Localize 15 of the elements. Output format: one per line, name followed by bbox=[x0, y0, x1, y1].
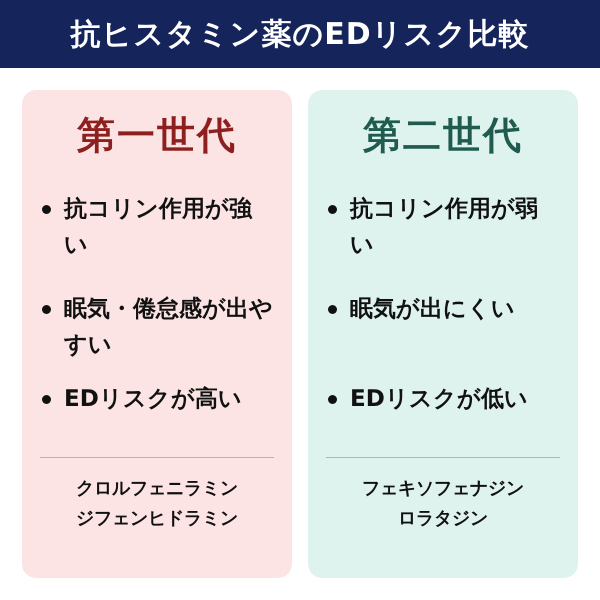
drug-name: フェキソフェナジン bbox=[361, 477, 525, 501]
bullet-point: EDリスクが低い bbox=[326, 381, 560, 451]
drug-name: ジフェンヒドラミン bbox=[75, 507, 239, 531]
bullet-point: 抗コリン作用が弱い bbox=[326, 191, 560, 291]
comparison-panel bbox=[22, 90, 292, 578]
drug-name: クロルフェニラミン bbox=[75, 477, 239, 501]
bullet-point: 眠気が出にくい bbox=[326, 291, 560, 381]
panel-heading: 第一世代 bbox=[76, 112, 238, 159]
bullet-point: 抗コリン作用が強い bbox=[40, 191, 274, 291]
comparison-panel bbox=[308, 90, 578, 578]
panel-heading: 第二世代 bbox=[362, 112, 524, 159]
bullet-point: EDリスクが高い bbox=[40, 381, 274, 451]
drug-name: ロラタジン bbox=[397, 507, 489, 531]
title-banner: 抗ヒスタミン薬のEDリスク比較 bbox=[0, 0, 600, 68]
bullet-point: 眠気・倦怠感が出やすい bbox=[40, 291, 274, 381]
